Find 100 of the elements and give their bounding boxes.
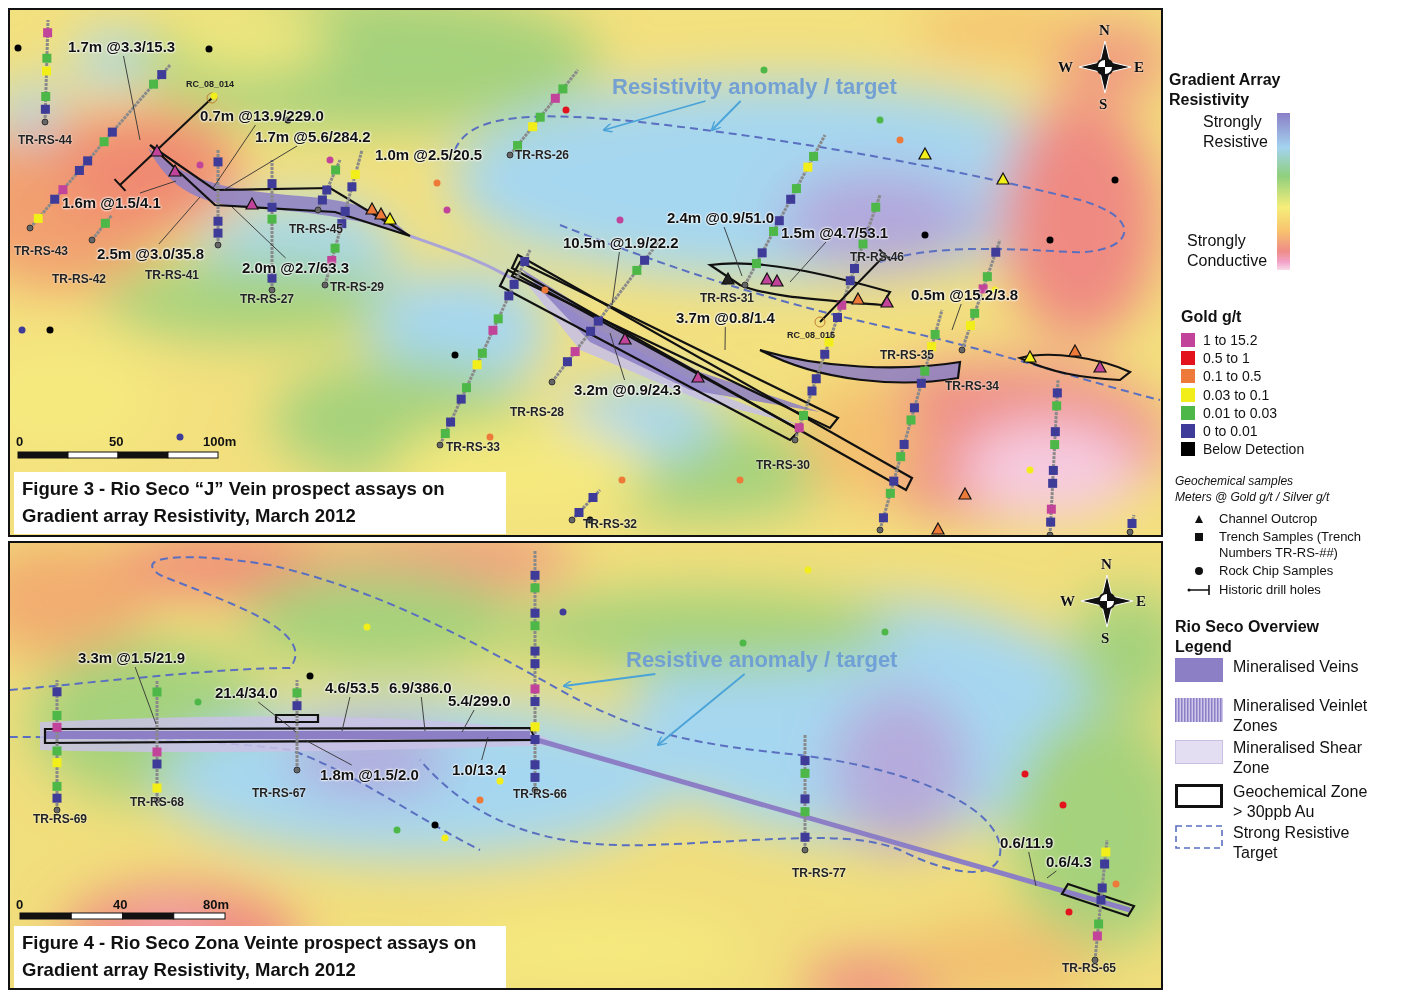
- scale-label: 50: [109, 434, 124, 449]
- legend-label: 1 to 15.2: [1203, 332, 1258, 348]
- assay-label: 1.7m @5.6/284.2: [255, 128, 371, 145]
- leader-line: [257, 701, 297, 733]
- assay-label: 1.0/13.4: [452, 761, 507, 778]
- scale-end-label: Strongly Conductive: [1187, 231, 1269, 271]
- leader-line: [789, 241, 827, 283]
- assay-label: 0.5m @15.2/3.8: [911, 286, 1019, 303]
- trench-label: TR-RS-69: [33, 812, 87, 826]
- trench-label: TR-RS-26: [515, 148, 569, 162]
- drill-hole-label: RC_08_015: [787, 330, 836, 340]
- leader-line: [134, 666, 157, 725]
- legend-label: 0.01 to 0.03: [1203, 405, 1277, 421]
- arrow: [562, 673, 657, 691]
- compass-letter: W: [1060, 593, 1075, 610]
- leader-line: [158, 196, 201, 245]
- compass-letter: S: [1101, 630, 1110, 647]
- trench-label: TR-RS-77: [792, 866, 846, 880]
- trench-label: TR-RS-66: [513, 787, 567, 801]
- assay-label: 3.3m @1.5/21.9: [78, 649, 186, 666]
- trench-label: TR-RS-31: [700, 291, 754, 305]
- scale-label: 0: [16, 897, 24, 912]
- leader-line: [1046, 870, 1057, 879]
- trench-label: TR-RS-67: [252, 786, 306, 800]
- annotation-text: Resistivity anomaly / target: [612, 74, 897, 100]
- leader-line: [724, 326, 726, 351]
- trench-label: TR-RS-43: [14, 244, 68, 258]
- leader-line: [723, 226, 743, 277]
- figure-caption: Figure 4 - Rio Seco Zona Veinte prospect assays on Gradient array Resistivity, March 2012: [14, 926, 506, 988]
- assay-label: 2.5m @3.0/35.8: [97, 245, 205, 262]
- compass-letter: S: [1099, 96, 1108, 113]
- trench-label: TR-RS-33: [446, 440, 500, 454]
- trench-label: TR-RS-35: [880, 348, 934, 362]
- legend-label: Rock Chip Samples: [1219, 563, 1335, 579]
- compass-letter: E: [1134, 59, 1144, 76]
- assay-label: 1.8m @1.5/2.0: [320, 766, 419, 783]
- trench-label: TR-RS-45: [289, 222, 343, 236]
- leader-line: [223, 145, 298, 191]
- leader-line: [609, 332, 626, 381]
- legend-note: Geochemical samples: [1175, 474, 1294, 488]
- assay-label: 1.5m @4.7/53.1: [781, 224, 889, 241]
- compass-letter: N: [1101, 556, 1112, 573]
- compass-letter: N: [1099, 22, 1110, 39]
- scale-label: 80m: [203, 897, 230, 912]
- legend-heading: Gradient Array Resistivity: [1169, 70, 1282, 110]
- assay-label: 0.7m @13.9/229.0: [200, 107, 324, 124]
- figure-caption: Figure 3 - Rio Seco “J” Vein prospect assays on Gradient array Resistivity, March 2012: [14, 472, 506, 534]
- trench-label: TR-RS-41: [145, 268, 199, 282]
- scale-label: 100m: [203, 434, 237, 449]
- assay-label: 1.6m @1.5/4.1: [62, 194, 161, 211]
- assay-label: 10.5m @1.9/22.2: [563, 234, 679, 251]
- compass-letter: E: [1136, 593, 1146, 610]
- trench-label: TR-RS-29: [330, 280, 384, 294]
- legend-label: Mineralised Shear Zone: [1233, 738, 1363, 778]
- legend-label: Trench Samples (Trench Numbers TR-RS-##): [1219, 529, 1363, 561]
- leader-line: [341, 696, 351, 732]
- legend-label: Channel Outcrop: [1219, 511, 1319, 527]
- scale-end-label: Strongly Resistive: [1203, 112, 1269, 152]
- trench-label: TR-RS-27: [240, 292, 294, 306]
- legend-label: Below Detection: [1203, 441, 1305, 457]
- legend-heading: Rio Seco Overview Legend: [1175, 617, 1321, 657]
- scale-label: 40: [113, 897, 128, 912]
- assay-label: 4.6/53.5: [325, 679, 380, 696]
- assay-label: 0.6/11.9: [1000, 834, 1054, 851]
- arrow: [710, 100, 742, 132]
- assay-label: 3.2m @0.9/24.3: [574, 381, 682, 398]
- legend-label: Historic drill holes: [1219, 582, 1322, 598]
- leader-line: [123, 55, 141, 141]
- arrow: [656, 673, 746, 747]
- trench-label: TR-RS-44: [18, 133, 72, 147]
- legend-heading: Gold g/t: [1181, 307, 1242, 327]
- leader-line: [1028, 851, 1037, 887]
- legend-note: Meters @ Gold g/t / Silver g/t: [1175, 490, 1330, 504]
- assay-label: 1.0m @2.5/20.5: [375, 146, 483, 163]
- leader-line: [481, 736, 489, 761]
- legend-label: Mineralised Veins: [1233, 657, 1360, 677]
- leader-line: [304, 739, 353, 766]
- leader-line: [611, 251, 620, 306]
- assay-label: 2.0m @2.7/63.3: [242, 259, 350, 276]
- leader-line: [420, 696, 426, 732]
- arrow: [602, 100, 707, 133]
- trench-label: TR-RS-32: [583, 517, 637, 531]
- leader-line: [951, 303, 962, 331]
- scale-label: 0: [16, 434, 24, 449]
- assay-label: 21.4/34.0: [215, 684, 278, 701]
- legend-label: 0 to 0.01: [1203, 423, 1258, 439]
- leader-line: [139, 180, 177, 194]
- trench-label: TR-RS-28: [510, 405, 564, 419]
- trench-label: TR-RS-34: [945, 379, 999, 393]
- legend-label: 0.03 to 0.1: [1203, 387, 1270, 403]
- trench-label: TR-RS-30: [756, 458, 810, 472]
- legend-label: Strong Resistive Target: [1233, 823, 1351, 863]
- trench-label: TR-RS-68: [130, 795, 184, 809]
- assay-label: 0.6/4.3: [1046, 853, 1092, 870]
- trench-label: TR-RS-65: [1062, 961, 1116, 975]
- legend-label: Geochemical Zone > 30ppb Au: [1233, 782, 1368, 822]
- assay-label: 3.7m @0.8/1.4: [676, 309, 775, 326]
- compass-letter: W: [1058, 59, 1073, 76]
- legend-label: Mineralised Veinlet Zones: [1233, 696, 1368, 736]
- trench-label: TR-RS-42: [52, 272, 106, 286]
